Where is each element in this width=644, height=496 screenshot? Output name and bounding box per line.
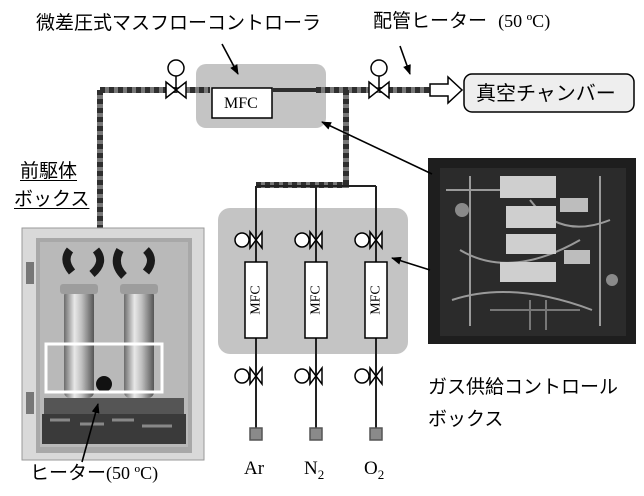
gas-n-inlet bbox=[310, 428, 322, 440]
gas-n-mfc-label: MFC bbox=[309, 285, 324, 315]
gas-n-bottom-gauge bbox=[295, 369, 309, 383]
gas-o-label: O2 bbox=[364, 458, 384, 483]
gas-box-label-2: ボックス bbox=[428, 410, 503, 429]
gas-ar-inlet bbox=[250, 428, 262, 440]
precursor-box-label-2: ボックス bbox=[14, 190, 89, 209]
gas-ar-label: Ar bbox=[244, 458, 264, 480]
gas-box-photo bbox=[428, 158, 636, 344]
gas-o-subscript: 2 bbox=[378, 467, 385, 482]
precursor-box-label-1: 前駆体 bbox=[20, 162, 77, 181]
precursor-box-photo bbox=[22, 228, 204, 460]
gas-ar-top-gauge bbox=[235, 233, 249, 247]
vacuum-chamber-label: 真空チャンバー bbox=[476, 83, 616, 103]
gas-o-mfc-label: MFC bbox=[369, 285, 384, 315]
heater-text: ヒーター bbox=[30, 462, 106, 484]
pipe-heater-text: 配管ヒーター bbox=[373, 10, 487, 32]
gas-n-top-gauge bbox=[295, 233, 309, 247]
gas-o-top-gauge bbox=[355, 233, 369, 247]
gas-n-subscript: 2 bbox=[318, 467, 325, 482]
gas-box-label-1: ガス供給コントロール bbox=[428, 378, 618, 397]
heater-temp: (50 ºC) bbox=[106, 463, 158, 483]
gas-n-label: N2 bbox=[304, 458, 324, 483]
gas-o-inlet bbox=[370, 428, 382, 440]
heater-label: ヒーター(50 ºC) bbox=[30, 464, 158, 483]
flow-arrow bbox=[430, 77, 462, 103]
mfc-top-label: MFC bbox=[224, 96, 258, 112]
mfc-title-label: 微差圧式マスフローコントローラ bbox=[36, 14, 321, 33]
pipe-heater-temp: (50 ºC) bbox=[498, 11, 550, 31]
gas-ar-mfc-label: MFC bbox=[249, 285, 264, 315]
gas-o-bottom-gauge bbox=[355, 369, 369, 383]
pipe-heater-label: 配管ヒーター (50 ºC) bbox=[373, 12, 550, 31]
gas-ar-bottom-gauge bbox=[235, 369, 249, 383]
